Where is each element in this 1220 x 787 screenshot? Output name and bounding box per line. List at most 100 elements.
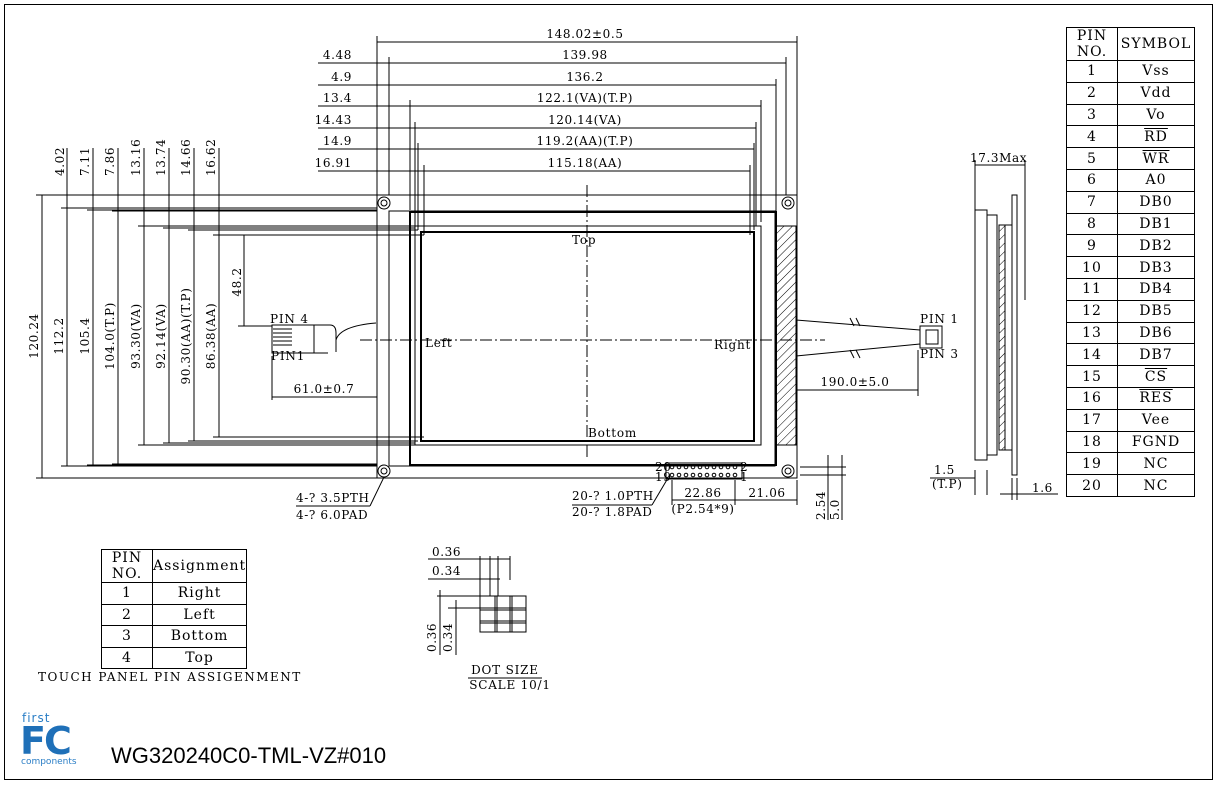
- label-right: Right: [714, 338, 751, 352]
- dim-22-86: 22.86: [684, 486, 721, 500]
- pin-number: 2: [1066, 81, 1118, 105]
- touch-assignment: Left: [151, 603, 248, 626]
- touch-pin-number: 1: [101, 582, 153, 605]
- pin-number: 1: [1066, 60, 1118, 83]
- dim-122: 122.1(VA)(T.P): [537, 91, 633, 105]
- brand-logo: first FC components: [20, 711, 90, 771]
- dim-90-30: 90.30(AA)(T.P): [179, 288, 193, 385]
- dim-16-62: 16.62: [204, 139, 218, 176]
- pin-symbol: DB7: [1117, 343, 1195, 367]
- header-pin-no: PIN NO.: [1066, 27, 1118, 61]
- pin-symbol: DB2: [1117, 234, 1195, 258]
- left-dimensions: 120.24 112.2 105.4 104.0(T.P) 93.30(VA) …: [27, 139, 424, 479]
- brand-components: components: [21, 757, 77, 767]
- pin-number: 6: [1066, 168, 1118, 192]
- dot-vdim-2: 0.34: [441, 623, 455, 652]
- dim-4-48: 4.48: [323, 48, 352, 62]
- pin-symbol: Vee: [1117, 408, 1195, 432]
- pin-symbol: DB1: [1117, 212, 1195, 236]
- label-bottom: Bottom: [588, 426, 637, 440]
- touch-pin-number: 2: [101, 603, 153, 626]
- dim-120: 120.14(VA): [548, 113, 622, 127]
- pin-number: 7: [1066, 190, 1118, 214]
- pin-number: 16: [1066, 386, 1118, 410]
- dim-tp: (T.P): [932, 477, 963, 491]
- pin-symbol: A0: [1117, 168, 1195, 192]
- label-pin3-right: PIN 3: [920, 347, 959, 361]
- pin-symbol: RES: [1117, 386, 1195, 410]
- header-symbol: SYMBOL: [1117, 27, 1195, 61]
- pin-number: 12: [1066, 299, 1118, 323]
- dot-dim-1: 0.36: [432, 545, 461, 559]
- label-left: Left: [425, 336, 453, 350]
- dim-136: 136.2: [566, 70, 603, 84]
- holes-pth: 4-? 3.5PTH: [296, 491, 370, 505]
- dim-105-4: 105.4: [78, 317, 92, 354]
- dim-14-43: 14.43: [315, 113, 352, 127]
- touch-pin-number: 3: [101, 625, 153, 648]
- pin-symbol: FGND: [1117, 430, 1195, 454]
- pin-20: 20: [655, 460, 671, 474]
- dim-1-5: 1.5: [934, 463, 955, 477]
- pin-symbol: NC: [1117, 452, 1195, 476]
- brand-first: first: [22, 711, 51, 725]
- header-assignment: Assignment: [151, 549, 248, 583]
- dim-14-9: 14.9: [323, 134, 352, 148]
- pin-number: 4: [1066, 125, 1118, 149]
- pin-symbol: Vo: [1117, 103, 1195, 127]
- touch-pin-number: 4: [101, 646, 153, 669]
- touch-cable: 48.2 PIN 4 PIN1 61.0±0.7: [230, 235, 378, 400]
- dim-13-74: 13.74: [154, 139, 168, 176]
- pin-number: 19: [1066, 452, 1118, 476]
- dim-86-38: 86.38(AA): [204, 303, 218, 369]
- dim-1-6: 1.6: [1032, 481, 1053, 495]
- pin-symbol: DB4: [1117, 277, 1195, 301]
- pin-number: 17: [1066, 408, 1118, 432]
- dot-title: DOT SIZE: [471, 663, 539, 677]
- touch-panel-title: TOUCH PANEL PIN ASSIGENMENT: [38, 670, 302, 684]
- pin-number: 9: [1066, 234, 1118, 258]
- touch-assignment: Top: [151, 646, 248, 669]
- pin-symbol: NC: [1117, 474, 1195, 497]
- brand-fc: FC: [20, 719, 72, 763]
- pin-number: 14: [1066, 343, 1118, 367]
- conn-pad: 20-? 1.8PAD: [572, 505, 653, 519]
- touch-assignment: Right: [151, 582, 248, 605]
- pin-symbol: RD: [1117, 125, 1195, 149]
- dim-14-66: 14.66: [179, 139, 193, 176]
- dot-dim-2: 0.34: [432, 564, 461, 578]
- dim-112-2: 112.2: [52, 317, 66, 354]
- dim-61: 61.0±0.7: [294, 382, 355, 396]
- pin-number: 8: [1066, 212, 1118, 236]
- dim-4-9: 4.9: [331, 70, 352, 84]
- dim-2-54: 2.54: [814, 491, 828, 520]
- holes-pad: 4-? 6.0PAD: [296, 508, 368, 522]
- dim-119: 119.2(AA)(T.P): [537, 134, 634, 148]
- dim-92-14: 92.14(VA): [154, 303, 168, 369]
- dim-13-16: 13.16: [129, 139, 143, 176]
- header-touch-pin-no: PIN NO.: [101, 549, 153, 583]
- pin-number: 11: [1066, 277, 1118, 301]
- top-dimensions: 148.02±0.5 139.98 136.2 122.1(VA)(T.P) 1…: [315, 27, 798, 235]
- bottom-connector: 20 19 2 1 22.86 (P2.54*9) 21.06 2.54 5.0…: [296, 455, 846, 522]
- dim-139: 139.98: [562, 48, 608, 62]
- drawing-frame: [4, 4, 1213, 780]
